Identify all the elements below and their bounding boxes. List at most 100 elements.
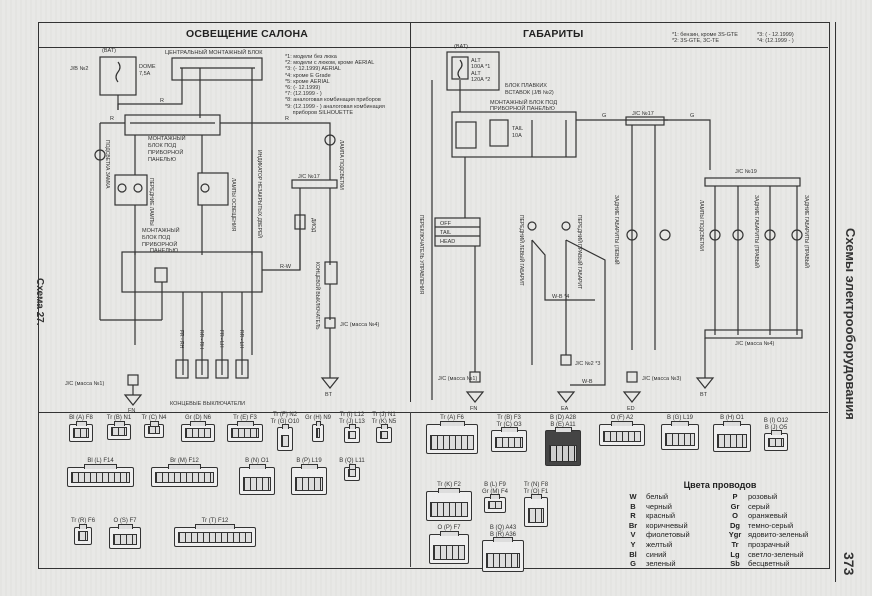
- wire-label-g-2: G: [690, 113, 694, 119]
- connector-housing-icon: [426, 420, 478, 454]
- connector: Tr (F) N2 Tr (G) O10: [270, 412, 300, 451]
- connector: Tr (I) L12 Tr (J) L13: [337, 412, 367, 443]
- connector: B (D) A28 B (E) A11: [538, 415, 588, 466]
- rear-right-body-label: ЗАДНИЕ ГАБАРИТЫ (ПРАВЫЙ: [803, 195, 811, 268]
- connector: Tr (E) F3: [220, 415, 270, 442]
- connectors-divider: [38, 412, 828, 413]
- wire-label-wb4: W-B *4: [552, 294, 569, 300]
- connector-housing-icon: [482, 537, 524, 572]
- wire-color-code: Ygr: [728, 530, 742, 540]
- connector-housing-icon: [484, 494, 506, 513]
- wire-color-code: Bl: [629, 549, 637, 559]
- wire-color-name: зеленый: [646, 559, 676, 569]
- wire-label-r-3: R: [285, 116, 289, 122]
- ground-bt-left-label: BT: [325, 392, 333, 398]
- jc-mass1-right-box: [469, 371, 481, 383]
- wire-color-code: Lg: [730, 549, 740, 559]
- ground-bt-right-label: BT: [700, 392, 708, 398]
- wire-color-name: красный: [646, 511, 676, 521]
- connector: Tr (R) F6: [67, 518, 99, 545]
- jc-mass1-left-label: J/C (масса №1): [65, 381, 104, 387]
- switch-pos-off: OFF: [440, 221, 452, 227]
- wire-color-name: оранжевый: [748, 511, 788, 521]
- connector-label: Tr (C) N4: [141, 415, 167, 421]
- jc2-label: J/C №2 *3: [575, 361, 600, 367]
- connector-label: Gr (H) N9: [305, 415, 331, 421]
- panel-block-2-label-2: БЛОК ПОД: [142, 235, 170, 241]
- connector-label: B (L) F9 Gr (M) F4: [482, 482, 508, 495]
- right-panel-block-label: МОНТАЖНЫЙ БЛОК ПОД: [490, 98, 557, 106]
- connectors-section-divider: [410, 412, 411, 567]
- wire-color-name: синий: [646, 549, 667, 559]
- connector-housing-icon: [344, 463, 360, 481]
- central-block-box: [171, 57, 263, 81]
- connector-label: Tr (I) L12 Tr (J) L13: [339, 412, 365, 425]
- wire-color-name: серый: [748, 501, 770, 511]
- connector: Gr (D) N6: [174, 415, 222, 442]
- ground-ed-label: ED: [627, 406, 635, 412]
- wire-color-code: Y: [630, 539, 636, 549]
- alt-fuse-rating-1: 100A *1: [471, 64, 490, 70]
- page-edge-rule: [835, 22, 836, 582]
- wire-r-1: [117, 82, 183, 110]
- front-lamps-box: [114, 174, 148, 206]
- central-block-label: ЦЕНТРАЛЬНЫЙ МОНТАЖНЫЙ БЛОК: [165, 48, 263, 56]
- connector: Tr (C) N4: [137, 415, 171, 438]
- connector: B (G) L19: [654, 415, 706, 450]
- jc17-right-label: J/C №17: [632, 111, 654, 117]
- wire-color-code: W: [629, 492, 637, 501]
- connector: Bl (A) F8: [62, 415, 100, 442]
- jc2-box: [560, 354, 572, 366]
- connector: Bl (L) F14: [60, 458, 141, 487]
- front-left-marker-label: ПЕРЕДНИЙ ЛЕВЫЙ ГАБАРИТ: [518, 215, 526, 286]
- tail-fuse-rating: 10A: [512, 133, 522, 139]
- connector: B (N) O1: [232, 458, 282, 495]
- connector: Tr (A) F6: [419, 415, 485, 454]
- rear-left-comb-label: ЗАДНИЕ ГАБАРИТЫ (ЛЕВЫЙ: [613, 195, 621, 265]
- connector-label: Bl (L) F14: [87, 458, 114, 464]
- jc17-left-box: [291, 179, 338, 189]
- wire-label-g-1: G: [602, 113, 606, 119]
- ground-bt-right: [695, 377, 715, 389]
- connector-housing-icon: [227, 420, 263, 442]
- connector-housing-icon: [144, 420, 164, 438]
- limit-switches-label: КОНЦЕВЫЕ ВЫКЛЮЧАТЕЛИ: [170, 401, 245, 407]
- interior-lamps-box: [197, 172, 229, 206]
- connector: Gr (H) N9: [305, 415, 331, 442]
- left-bat-label: (BAT): [102, 48, 116, 54]
- wire-color-code: Tr: [731, 539, 739, 549]
- panel-block-2-label: МОНТАЖНЫЙ: [142, 226, 180, 234]
- connector-housing-icon: [429, 530, 469, 564]
- ground-fn-right-label: FN: [470, 406, 477, 412]
- connector-label: Tr (F) N2 Tr (G) O10: [270, 412, 300, 425]
- connector-label: Gr (D) N6: [185, 415, 211, 421]
- jc-mass4-left-label: J/C (масса №4): [340, 322, 379, 328]
- jc19-box: [704, 177, 801, 187]
- switch-rr-rh-label: RR - RH: [198, 330, 204, 349]
- connector-housing-icon: [599, 420, 645, 446]
- right-bat-label: (BAT): [454, 44, 468, 50]
- jc-mass3-box: [626, 371, 638, 383]
- alt-fuse-label-2: ALT: [471, 71, 481, 77]
- wire-color-code: P: [732, 492, 738, 501]
- switch-fr-rh: [175, 359, 189, 379]
- connector: O (S) F7: [102, 518, 148, 549]
- connector: B (H) O1: [706, 415, 758, 452]
- connector-label: O (P) F7: [437, 525, 461, 531]
- ignition-lamp-bulb: [94, 149, 106, 161]
- alt-fuse-box: [446, 51, 500, 91]
- connector-housing-icon: [181, 420, 215, 442]
- switch-rr-lh-label: RR - LH: [238, 330, 244, 348]
- tail-fuse-box: [489, 119, 509, 147]
- connector-label: B (D) A28 B (E) A11: [549, 415, 576, 428]
- wire-color-code: Dg: [730, 520, 740, 530]
- wire-label-r-2: R: [110, 116, 114, 122]
- wire-r-trunk: [220, 122, 331, 160]
- wire-g-2: [664, 119, 711, 170]
- connector-label: B (Q) A43 B (R) A36: [489, 525, 517, 538]
- panel-block-1: [124, 114, 221, 136]
- switch-fr-rh-label: FR - RH: [178, 330, 184, 349]
- connector-housing-icon: [174, 523, 256, 547]
